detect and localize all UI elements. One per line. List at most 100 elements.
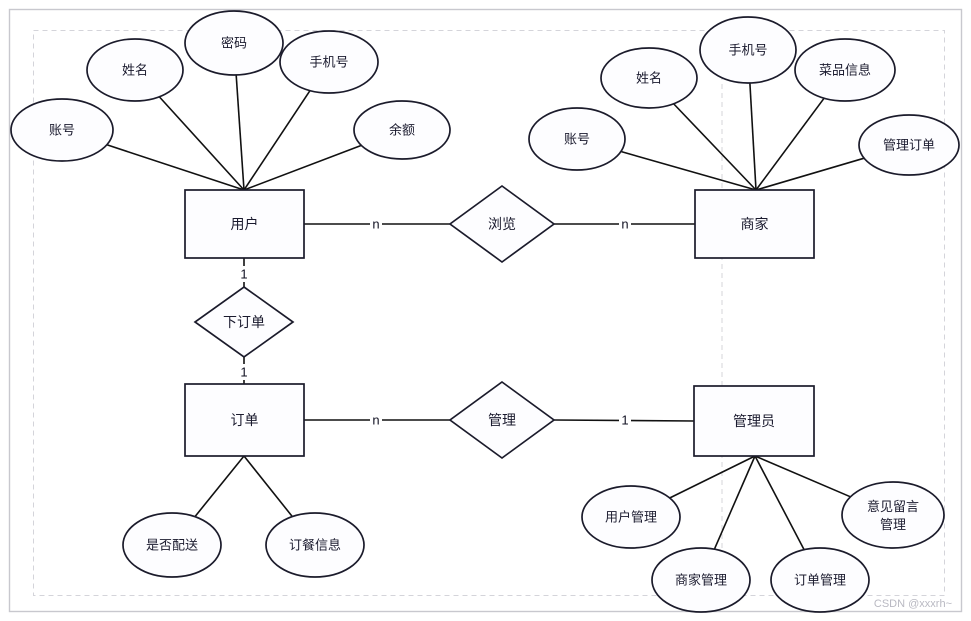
- attribute-label: 用户管理: [605, 510, 657, 525]
- attribute-ellipse[interactable]: [841, 481, 945, 549]
- attribute-connector: [243, 90, 311, 191]
- cardinality-backdrop: [238, 364, 250, 380]
- attribute-user-phone[interactable]: 手机号: [279, 30, 379, 94]
- attribute-ellipse[interactable]: [184, 10, 284, 76]
- attribute-connector: [243, 144, 362, 191]
- cardinality-backdrop: [619, 216, 631, 232]
- cardinality-label: 1: [240, 365, 247, 380]
- entity-label: 用户: [231, 216, 259, 232]
- attribute-connector: [620, 150, 757, 191]
- attribute-connector: [755, 157, 865, 191]
- attribute-mch-name[interactable]: 姓名: [600, 47, 698, 109]
- attribute-ellipse[interactable]: [600, 47, 698, 109]
- cardinality-placeorder-order: 1: [238, 364, 250, 380]
- cardinality-user-placeorder: 1: [238, 266, 250, 282]
- entity-box[interactable]: [694, 189, 815, 259]
- attribute-adm-user[interactable]: 用户管理: [581, 485, 681, 549]
- attribute-connector: [235, 74, 245, 191]
- attribute-mch-manorder[interactable]: 管理订单: [858, 114, 960, 176]
- attribute-ellipse[interactable]: [581, 485, 681, 549]
- attribute-ellipse[interactable]: [794, 38, 896, 102]
- attribute-ellipse[interactable]: [770, 547, 870, 613]
- attribute-ellipse[interactable]: [651, 547, 751, 613]
- cardinality-label: 1: [240, 267, 247, 282]
- attribute-label: 管理订单: [883, 138, 935, 153]
- attribute-label: 账号: [564, 132, 590, 147]
- cardinality-labels: n n 1 1 n 1: [238, 216, 631, 428]
- attribute-ellipse[interactable]: [858, 114, 960, 176]
- cardinality-backdrop: [238, 266, 250, 282]
- attribute-ellipse[interactable]: [528, 107, 626, 171]
- attribute-ord-info[interactable]: 订餐信息: [265, 512, 365, 578]
- attribute-mch-account[interactable]: 账号: [528, 107, 626, 171]
- entity-label: 订单: [231, 412, 259, 428]
- attribute-ellipse[interactable]: [122, 512, 222, 578]
- relationship-label: 浏览: [488, 216, 516, 232]
- attribute-label: 手机号: [309, 55, 348, 70]
- attribute-ellipse[interactable]: [10, 98, 114, 162]
- attribute-label: 姓名: [122, 63, 148, 78]
- attribute-label: 账号: [49, 123, 75, 138]
- cardinality-label: n: [621, 217, 628, 232]
- attribute-label: 手机号: [728, 43, 767, 58]
- attribute-connector: [755, 97, 825, 191]
- attribute-user-account[interactable]: 账号: [10, 98, 114, 162]
- relationship-diamond[interactable]: [193, 285, 295, 359]
- attribute-connector: [669, 455, 756, 499]
- attribute-ellipse[interactable]: [86, 38, 184, 102]
- entity-merchant[interactable]: 商家: [694, 189, 815, 259]
- attribute-adm-order[interactable]: 订单管理: [770, 547, 870, 613]
- entity-box[interactable]: [184, 383, 305, 457]
- cardinality-manage-admin: 1: [619, 412, 631, 428]
- diagram-shapes: 用户商家订单管理员浏览下订单管理账号姓名密码手机号余额账号姓名手机号菜品信息管理…: [10, 10, 960, 613]
- relationship-manage[interactable]: 管理: [448, 380, 556, 460]
- relationship-browse[interactable]: 浏览: [448, 184, 556, 264]
- entity-admin[interactable]: 管理员: [693, 385, 815, 457]
- attribute-ellipse[interactable]: [353, 100, 451, 160]
- attribute-connector: [749, 82, 757, 191]
- attribute-connector: [713, 455, 756, 550]
- attribute-connector: [106, 144, 245, 191]
- cardinality-label: n: [372, 413, 379, 428]
- entity-label: 管理员: [733, 413, 775, 429]
- attribute-ellipse[interactable]: [699, 16, 797, 84]
- cardinality-order-manage: n: [370, 412, 382, 428]
- attribute-ellipse[interactable]: [265, 512, 365, 578]
- cardinality-backdrop: [370, 216, 382, 232]
- entity-box[interactable]: [693, 385, 815, 457]
- attribute-ellipse[interactable]: [279, 30, 379, 94]
- attribute-mch-phone[interactable]: 手机号: [699, 16, 797, 84]
- attribute-adm-feedback[interactable]: 意见留言管理: [841, 481, 945, 549]
- relationship-label: 管理: [488, 412, 516, 428]
- attribute-label: 姓名: [636, 71, 662, 86]
- attribute-user-name[interactable]: 姓名: [86, 38, 184, 102]
- entity-label: 商家: [741, 216, 769, 232]
- attribute-mch-dish[interactable]: 菜品信息: [794, 38, 896, 102]
- attribute-label: 订餐信息: [289, 538, 341, 553]
- entity-order[interactable]: 订单: [184, 383, 305, 457]
- cardinality-browse-merchant: n: [619, 216, 631, 232]
- relationship-place-order[interactable]: 下订单: [193, 285, 295, 359]
- attribute-ord-delivery[interactable]: 是否配送: [122, 512, 222, 578]
- attribute-label: 菜品信息: [819, 63, 871, 78]
- attribute-adm-merchant[interactable]: 商家管理: [651, 547, 751, 613]
- watermark-text: CSDN @xxxrh~: [874, 598, 952, 610]
- attribute-user-balance[interactable]: 余额: [353, 100, 451, 160]
- cardinality-label: n: [372, 217, 379, 232]
- cardinality-backdrop: [370, 412, 382, 428]
- relationship-label: 下订单: [223, 314, 265, 330]
- entity-user[interactable]: 用户: [184, 189, 305, 259]
- attribute-connector: [754, 455, 805, 551]
- cardinality-backdrop: [619, 412, 631, 428]
- attribute-label: 余额: [389, 123, 415, 138]
- relationship-diamond[interactable]: [448, 184, 556, 264]
- attribute-label: 意见留言管理: [867, 499, 919, 532]
- entity-box[interactable]: [184, 189, 305, 259]
- attribute-user-password[interactable]: 密码: [184, 10, 284, 76]
- attribute-connector: [754, 455, 851, 498]
- cardinality-user-browse: n: [370, 216, 382, 232]
- attribute-label: 商家管理: [675, 573, 727, 588]
- attribute-label: 密码: [221, 36, 247, 51]
- relationship-diamond[interactable]: [448, 380, 556, 460]
